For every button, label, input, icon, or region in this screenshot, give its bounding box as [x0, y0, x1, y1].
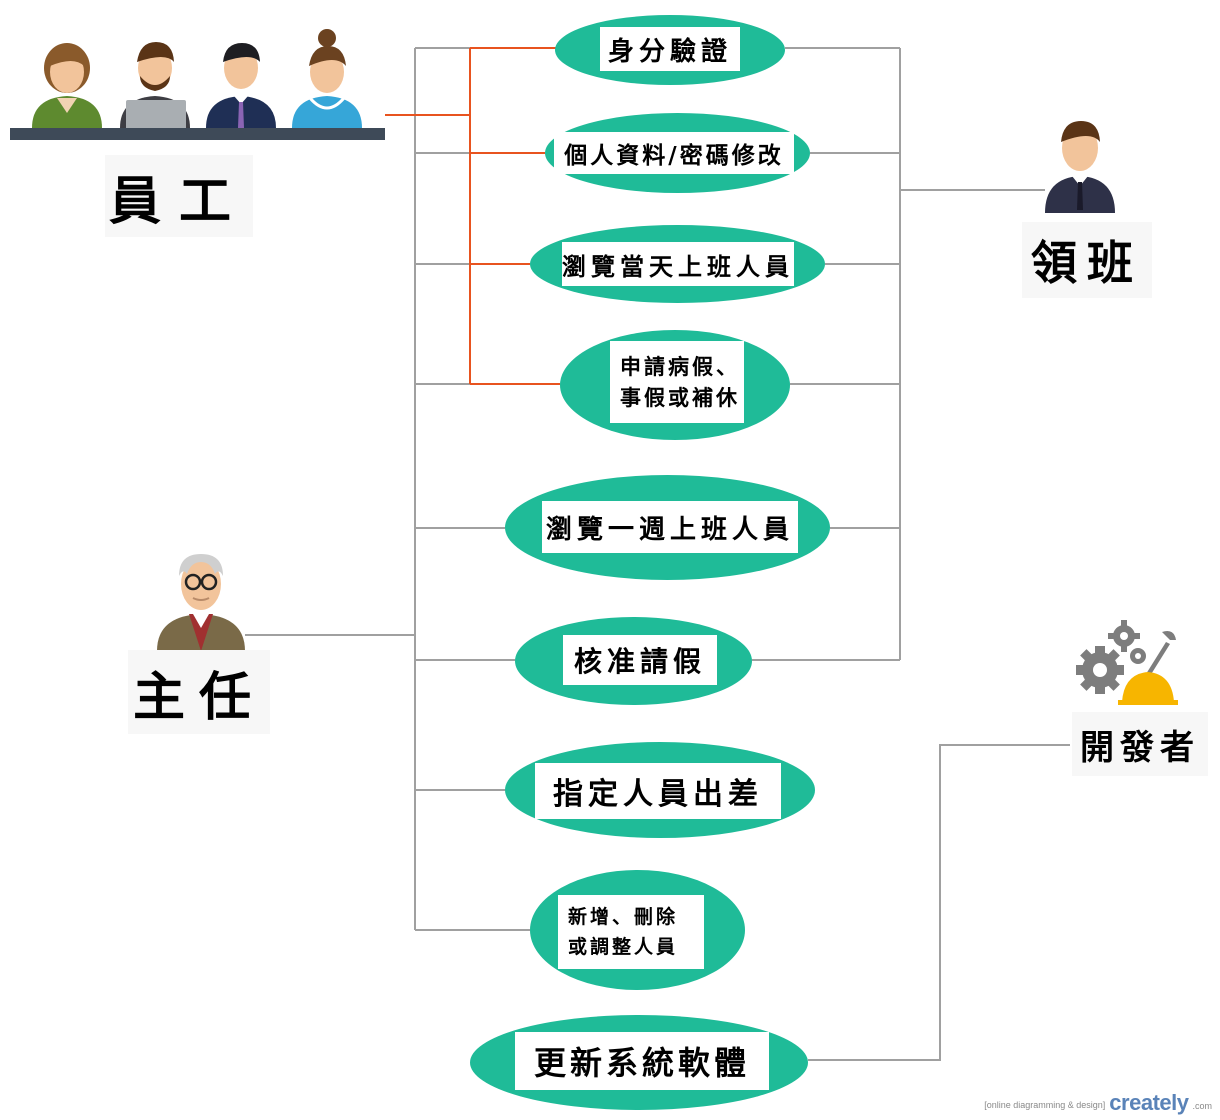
use-case-edit-profile-password: 個人資料/密碼修改 [545, 113, 810, 193]
use-case-label: 新增、刪除 或調整人員 [558, 895, 704, 969]
use-case-label: 瀏覽當天上班人員 [562, 242, 794, 286]
use-case-label: 更新系統軟體 [515, 1032, 769, 1090]
use-case-label: 申請病假、 事假或補休 [610, 341, 744, 423]
watermark-brand: creately [1109, 1090, 1189, 1115]
use-case-browse-today-staff: 瀏覽當天上班人員 [530, 225, 825, 303]
creately-watermark: [online diagramming & design] creately .… [984, 1090, 1212, 1116]
use-case-label: 瀏覽一週上班人員 [542, 501, 798, 553]
hard-hat [1122, 672, 1174, 702]
use-case-apply-leave: 申請病假、 事假或補休 [560, 330, 790, 440]
leader-connectors [752, 47, 1045, 661]
use-case-label: 身分驗證 [600, 27, 740, 71]
person-woman-olive [32, 43, 102, 128]
employee-group-icon [10, 29, 385, 140]
developer-gears-icon [1076, 620, 1178, 705]
actor-label-leader: 領班 [1022, 222, 1152, 298]
use-case-identity-verification: 身分驗證 [555, 15, 785, 85]
developer-connector [808, 744, 1070, 1061]
watermark-tld: .com [1192, 1101, 1212, 1111]
actor-label-developer: 開發者 [1072, 712, 1208, 776]
use-case-approve-leave: 核准請假 [515, 617, 752, 705]
director-person-icon [157, 554, 245, 651]
use-case-browse-week-staff: 瀏覽一週上班人員 [505, 475, 830, 580]
leader-person-icon [1045, 121, 1115, 213]
person-man-suit [206, 43, 276, 128]
use-case-update-software: 更新系統軟體 [470, 1015, 808, 1110]
employee-connectors [385, 47, 560, 385]
desk [10, 128, 385, 140]
person-man-laptop [120, 42, 190, 132]
use-case-manage-staff: 新增、刪除 或調整人員 [530, 870, 745, 990]
actor-label-director: 主任 [128, 650, 270, 734]
person-woman-teal [292, 29, 362, 128]
use-case-label: 核准請假 [563, 635, 717, 685]
use-case-assign-business-trip: 指定人員出差 [505, 742, 815, 838]
use-case-label: 個人資料/密碼修改 [554, 132, 794, 174]
actor-label-employee: 員工 [105, 155, 253, 237]
watermark-tagline: [online diagramming & design] [984, 1100, 1106, 1110]
use-case-label: 指定人員出差 [535, 763, 781, 819]
